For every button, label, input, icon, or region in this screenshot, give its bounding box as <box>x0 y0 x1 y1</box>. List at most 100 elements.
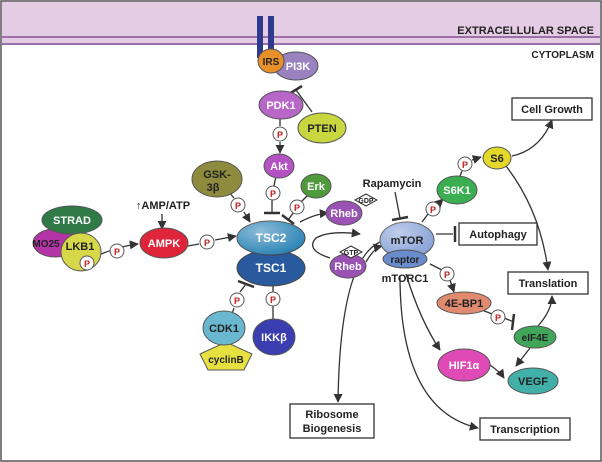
phospho-lkb1-label: P <box>84 259 90 269</box>
eif4e-node <box>513 325 557 349</box>
hif1a-to-vegf <box>489 364 505 379</box>
phospho-erk-tsc2 <box>289 199 305 215</box>
mtor-to-hif1a <box>405 273 441 351</box>
lkb1-label: LKB1 <box>66 241 95 253</box>
cytoplasm-label: CYTOPLASM <box>531 50 594 61</box>
hif1a-label: HIF1α <box>449 360 480 372</box>
pten-label: PTEN <box>307 123 336 135</box>
phospho-pdk1-akt <box>272 126 288 142</box>
s6k1-label: S6K1 <box>443 185 471 197</box>
mtor-to-transcription <box>399 275 479 431</box>
raptor-node <box>382 249 428 269</box>
irs-node <box>257 48 285 74</box>
ribosome-biogenesis-box <box>289 403 375 439</box>
vegf-node <box>507 367 559 395</box>
s6-to-translation <box>505 165 552 271</box>
phospho-cdk1-tsc1 <box>229 292 245 308</box>
mtor-shine <box>380 222 434 258</box>
tsc2-shine <box>237 221 305 255</box>
transcription-label: Transcription <box>490 424 560 436</box>
erk-node <box>300 173 332 199</box>
gsk3-node <box>191 160 243 198</box>
eif4e-to-vegf <box>515 347 531 367</box>
phospho-gsk3-tsc2 <box>230 197 246 213</box>
phospho-ampk-tsc2-label: P <box>204 238 210 248</box>
strad-node <box>41 205 103 235</box>
amp-atp-label: ↑AMP/ATP <box>136 200 190 212</box>
s6-node <box>482 146 512 170</box>
pten-inhibits-pi3k <box>295 89 313 113</box>
cdk1-p-inhibits-tsc1 <box>239 283 247 293</box>
phospho-lkb1-ampk <box>109 243 125 259</box>
ampk-p-to-tsc2 <box>214 233 237 243</box>
rheb-gtp-label: Rheb <box>334 261 362 273</box>
cell-growth-label: Cell Growth <box>521 104 583 116</box>
p-to-4ebp1 <box>447 279 456 293</box>
phospho-ampk-tsc2 <box>199 234 215 250</box>
pdk1-node <box>258 90 304 120</box>
strad-label: STRAD <box>53 215 91 227</box>
phospho-s6k1-s6-label: P <box>462 160 468 170</box>
transcription-box <box>479 417 571 441</box>
ampk-label: AMPK <box>148 238 180 250</box>
cyclinb-label: cyclinB <box>208 355 244 366</box>
translation-box <box>507 271 589 295</box>
cdk1-node <box>202 310 246 346</box>
phospho-gsk3-tsc2-label: P <box>235 201 241 211</box>
mtor-label: mTOR <box>391 235 424 247</box>
ikkb-node <box>252 318 296 356</box>
gdp-label: GDP <box>358 198 374 205</box>
gtp-label: GTP <box>344 250 359 257</box>
phospho-erk-tsc2-label: P <box>294 203 300 213</box>
akt-label: Akt <box>270 161 288 173</box>
eif4e-to-translation <box>537 295 557 327</box>
ampk-node <box>139 227 189 259</box>
connections <box>95 84 557 431</box>
gsk3-label-bottom: 3β <box>207 182 220 194</box>
phospho-cdk1-tsc1-label: P <box>234 296 240 306</box>
autophagy-label: Autophagy <box>469 229 527 241</box>
phospho-pdk1-akt-label: P <box>277 130 283 140</box>
phospho-akt-tsc2-label: P <box>270 189 276 199</box>
receptor-right-bar <box>268 16 274 58</box>
tsc2-to-rheb-gdp <box>299 209 329 223</box>
mo25-label: MO25 <box>32 239 60 250</box>
gsk3-label-top: GSK- <box>203 169 231 181</box>
s6-label: S6 <box>490 153 503 165</box>
ribosome-label-line2: Biogenesis <box>303 423 362 435</box>
erk-label: Erk <box>307 181 326 193</box>
mtorc1-label: mTORC1 <box>382 273 429 285</box>
phospho-s6k1-s6 <box>457 156 473 172</box>
ikkb-label: IKKβ <box>261 332 287 344</box>
s6-to-cell-growth <box>511 119 554 157</box>
phospho-ikkb-tsc1-label: P <box>270 295 276 305</box>
phospho-mtor-4ebp1 <box>439 266 455 282</box>
rheb-gdp-label: Rheb <box>330 208 358 220</box>
translation-label: Translation <box>519 278 578 290</box>
cell-growth-box <box>511 97 593 121</box>
phospho-mtor-s6k1-label: P <box>430 205 436 215</box>
pdk1-label: PDK1 <box>266 100 295 112</box>
phospho-lkb1-ampk-label: P <box>114 247 120 257</box>
mtor-to-p-4ebp1 <box>429 263 443 271</box>
hif1a-node <box>437 348 491 382</box>
erk-tsc2-bar <box>281 214 295 225</box>
extracellular-label: EXTRACELLULAR SPACE <box>457 25 594 37</box>
s6k1-node <box>436 175 478 205</box>
tsc2-label: TSC2 <box>256 231 287 245</box>
rheb-cycle-arc <box>312 228 361 259</box>
s6k1-to-p <box>459 170 463 177</box>
gtp-diamond <box>338 245 364 259</box>
ampk-to-p <box>187 243 200 247</box>
irs-label: IRS <box>263 57 280 68</box>
rheb-gtp-to-mtor <box>365 243 383 263</box>
eif4e-bar <box>510 313 516 331</box>
cdk1-tsc1-bar <box>237 279 255 289</box>
gdp-diamond <box>353 193 379 207</box>
raptor-label: raptor <box>391 255 420 266</box>
phospho-mtor-4ebp1-label: P <box>444 270 450 280</box>
phospho-ikkb-tsc1 <box>265 291 281 307</box>
autophagy-box <box>458 222 538 246</box>
